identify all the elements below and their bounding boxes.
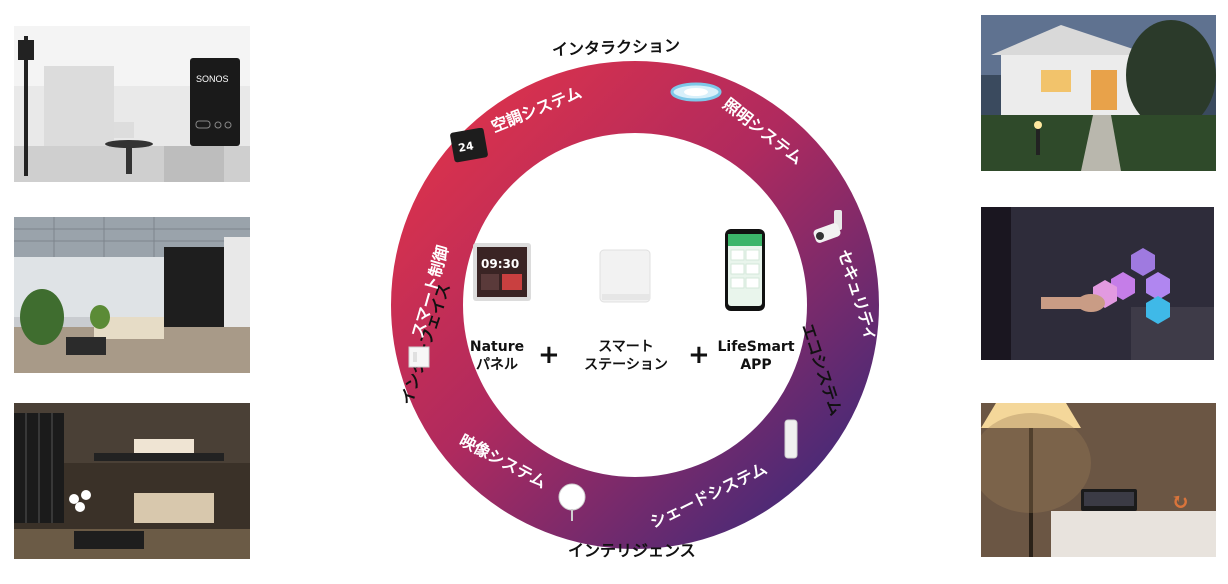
lamp-panel-photo: ↻ [981, 403, 1216, 557]
label-smart-station: スマート ステーション [584, 339, 668, 373]
wall-switch-icon [408, 346, 430, 368]
ring-band [391, 61, 879, 549]
outer-label-bottom: インテリジェンス [568, 541, 696, 560]
loft-interior-photo [14, 403, 250, 559]
house-entrance-photo [981, 15, 1216, 171]
outer-label-top: インタラクション [551, 35, 681, 60]
ceiling-light-icon [670, 82, 722, 102]
ring-diagram [355, 20, 915, 580]
smartphone-app-icon [725, 229, 765, 311]
label-nature-panel: Nature パネル [469, 339, 525, 373]
round-device-icon [558, 483, 586, 521]
security-camera-icon [813, 210, 842, 243]
ring-svg [391, 61, 879, 549]
svg-text:09:30: 09:30 [481, 257, 519, 271]
plus-sign-2: + [688, 340, 710, 370]
plus-sign-1: + [538, 340, 560, 370]
living-room-photo: SONOS [14, 26, 250, 182]
smart-station-icon [599, 249, 651, 303]
shade-sensor-icon [784, 419, 798, 459]
office-lobby-photo [14, 217, 250, 373]
ring-center [465, 135, 805, 475]
label-lifesmart-app: LifeSmart APP [717, 339, 795, 373]
svg-text:24: 24 [457, 139, 475, 155]
nature-panel-icon: 09:30 [473, 243, 531, 301]
hexagon-lights-photo [981, 207, 1214, 360]
thermostat-icon: 24 [450, 128, 488, 163]
sonos-caption: SONOS [196, 74, 229, 84]
svg-text:↻: ↻ [1171, 489, 1189, 515]
